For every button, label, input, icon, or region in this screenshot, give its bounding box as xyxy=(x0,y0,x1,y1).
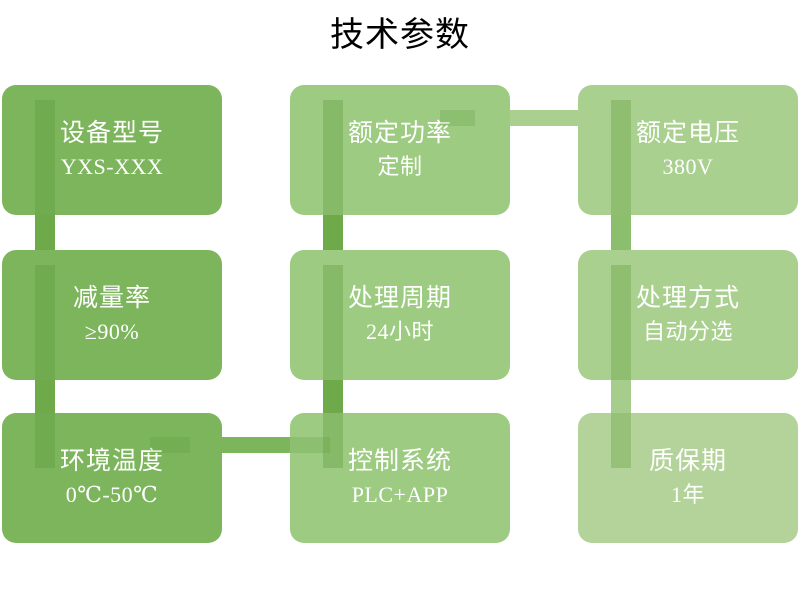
spec-card-reduction-rate[interactable]: 减量率 ≥90% xyxy=(2,250,222,380)
spec-card-processing-cycle[interactable]: 处理周期 24小时 xyxy=(290,250,510,380)
page-title: 技术参数 xyxy=(330,17,470,54)
spec-card-title: 处理方式 xyxy=(635,285,740,312)
spec-card-warranty-period[interactable]: 质保期 1年 xyxy=(578,413,798,543)
spec-card-title: 处理周期 xyxy=(347,285,452,312)
spec-card-value: 0℃-50℃ xyxy=(65,482,159,507)
spec-card-rated-power[interactable]: 额定功率 定制 xyxy=(290,85,510,215)
spec-card-value: PLC+APP xyxy=(351,482,449,507)
spec-card-title: 质保期 xyxy=(648,448,727,475)
spec-card-value: 380V xyxy=(662,154,714,179)
spec-card-value: 1年 xyxy=(670,482,705,507)
spec-card-title: 设备型号 xyxy=(59,120,164,147)
spec-card-device-model[interactable]: 设备型号 YXS-XXX xyxy=(2,85,222,215)
spec-card-title: 额定电压 xyxy=(635,120,740,147)
spec-card-value: ≥90% xyxy=(84,319,140,344)
spec-card-title: 额定功率 xyxy=(347,120,452,147)
spec-card-title: 控制系统 xyxy=(347,448,452,475)
spec-card-title: 环境温度 xyxy=(59,448,164,475)
spec-card-processing-method[interactable]: 处理方式 自动分选 xyxy=(578,250,798,380)
spec-card-control-system[interactable]: 控制系统 PLC+APP xyxy=(290,413,510,543)
spec-card-value: YXS-XXX xyxy=(60,154,164,179)
spec-card-value: 自动分选 xyxy=(642,319,733,344)
spec-card-rated-voltage[interactable]: 额定电压 380V xyxy=(578,85,798,215)
spec-card-ambient-temperature[interactable]: 环境温度 0℃-50℃ xyxy=(2,413,222,543)
spec-card-value: 定制 xyxy=(377,154,423,179)
spec-card-title: 减量率 xyxy=(72,285,151,312)
spec-card-value: 24小时 xyxy=(365,319,434,344)
